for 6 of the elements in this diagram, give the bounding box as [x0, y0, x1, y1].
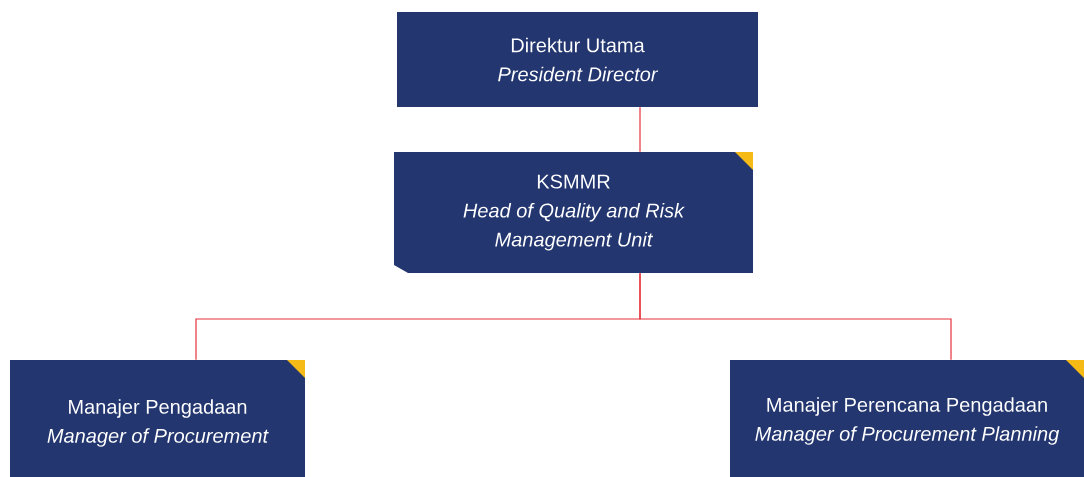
- connector-line: [639, 106, 641, 153]
- org-box: Manajer Pengadaan Manager of Procurement: [10, 360, 305, 477]
- org-box: Manajer Perencana Pengadaan Manager of Procurement Planning: [730, 360, 1084, 477]
- connector-line: [639, 272, 952, 361]
- org-box: Direktur Utama President Director: [397, 12, 758, 107]
- org-box: KSMMR Head of Quality and Risk Management Unit: [394, 152, 753, 273]
